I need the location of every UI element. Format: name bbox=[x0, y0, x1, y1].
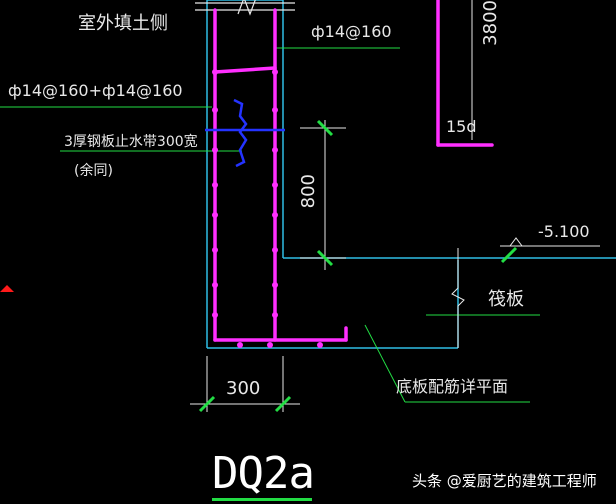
rebar-dots bbox=[212, 69, 323, 348]
break-symbol-top bbox=[195, 0, 295, 16]
rebar-cage bbox=[213, 0, 494, 342]
dim-300: 300 bbox=[226, 378, 261, 399]
watermark-author: @爱厨艺的建筑工程师 bbox=[446, 472, 597, 490]
dimension-ticks bbox=[198, 119, 518, 413]
label-waterstop-note: (余同) bbox=[74, 163, 113, 179]
wall-outline bbox=[206, 0, 616, 349]
section-title-underline bbox=[212, 498, 312, 501]
label-bottom-slab-ref: 底板配筋详平面 bbox=[396, 377, 509, 396]
leader-lines bbox=[0, 47, 540, 403]
label-outside-fill-side: 室外填土侧 bbox=[78, 13, 168, 34]
label-rebar-left: ф14@160+ф14@160 bbox=[8, 81, 183, 100]
axis-marker bbox=[0, 285, 14, 292]
label-waterstop: 3厚钢板止水带300宽 bbox=[64, 134, 198, 150]
dim-3800: 3800 bbox=[480, 0, 501, 46]
raft-break-line bbox=[451, 248, 465, 348]
label-15d: 15d bbox=[446, 117, 477, 136]
watermark: 头条 @爱厨艺的建筑工程师 bbox=[412, 470, 597, 491]
label-elevation: -5.100 bbox=[538, 222, 590, 241]
watermark-prefix: 头条 bbox=[412, 472, 443, 490]
waterstop-plate bbox=[205, 98, 285, 168]
dimension-lines bbox=[190, 0, 473, 412]
label-raft: 筏板 bbox=[488, 289, 524, 310]
elevation-marker bbox=[500, 237, 600, 247]
section-title: DQ2a bbox=[212, 448, 315, 499]
dim-800: 800 bbox=[298, 174, 319, 209]
label-rebar-right: ф14@160 bbox=[311, 22, 392, 41]
